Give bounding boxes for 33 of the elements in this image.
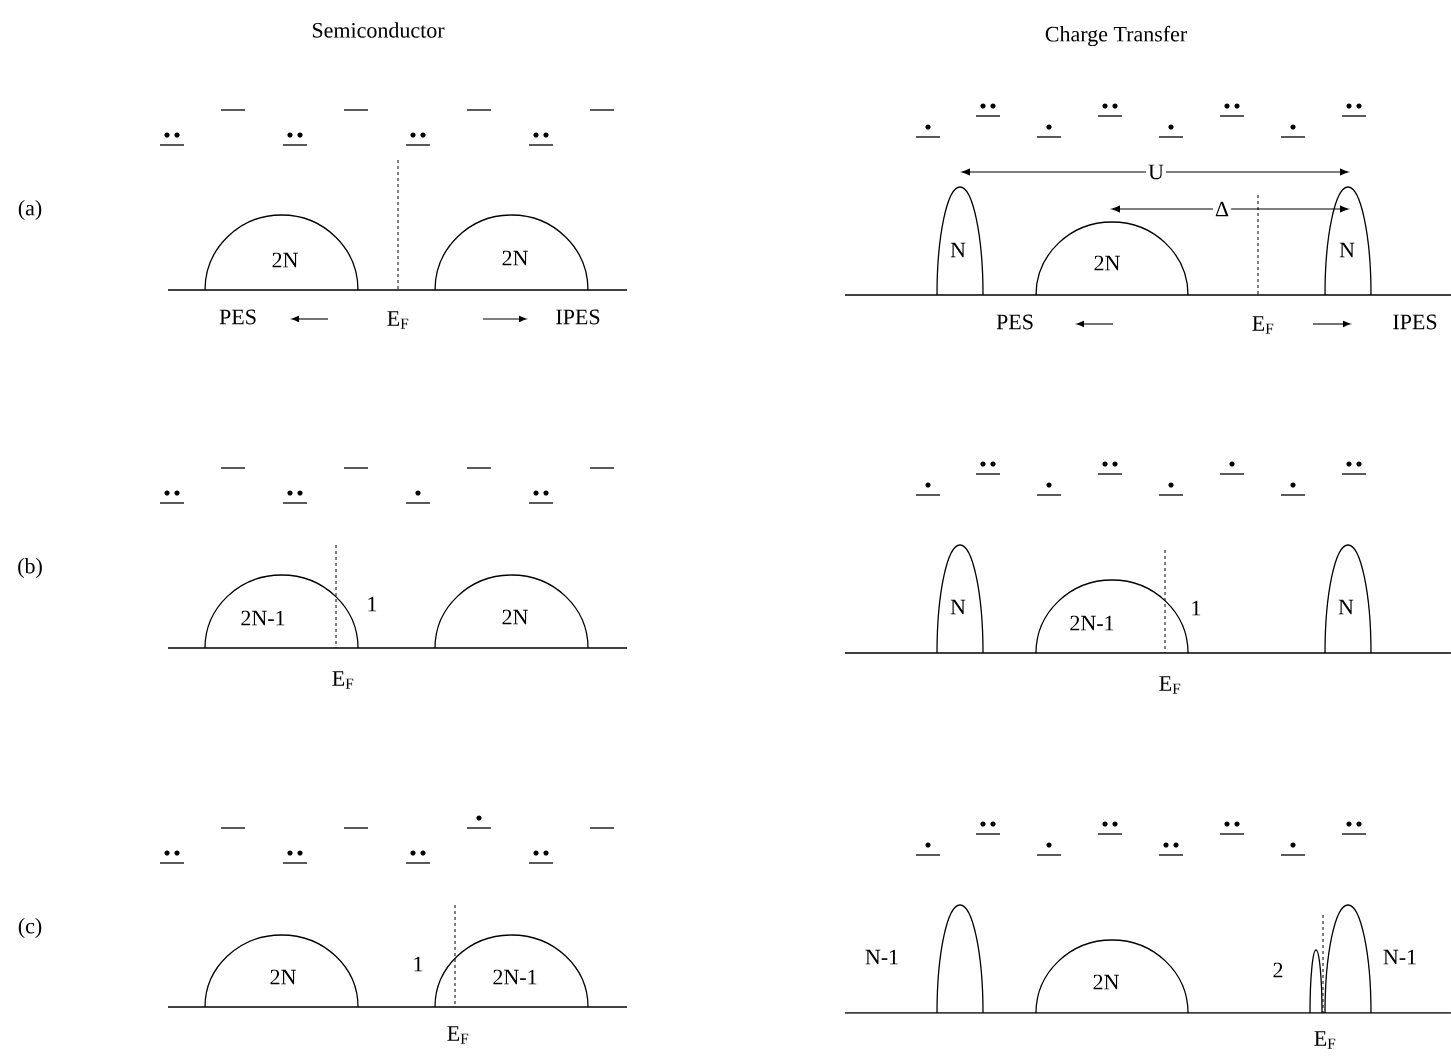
band-hump: 2N-1 [434, 934, 589, 1008]
band-hump: 2N [1035, 939, 1189, 1014]
band-hump: 2N-1 [1035, 579, 1189, 654]
band-hump: N [936, 544, 984, 654]
band-hump: 2N [434, 214, 589, 291]
band-hump: N-1 [1324, 904, 1416, 1014]
text-label: (c) [18, 918, 42, 938]
band-hump: N [936, 186, 984, 296]
text-label: E$_{F}$ [387, 311, 409, 329]
text-label: IPES [1393, 314, 1437, 330]
text-label: Semiconductor [312, 22, 445, 38]
band-hump: 2N [204, 934, 359, 1008]
text-label: (b) [18, 558, 42, 578]
band-hump: 2N [1035, 221, 1189, 296]
band-hump: 2 [1273, 949, 1323, 1014]
text-label: Charge Transfer [1045, 25, 1187, 47]
band-hump: 2N [204, 214, 359, 291]
text-label: Δ [1212, 199, 1232, 219]
band-hump: 2N [434, 574, 589, 649]
text-label: E$_{F}$ [1314, 1031, 1336, 1049]
text-label: 1 [368, 596, 377, 612]
text-label: 1 [414, 956, 423, 972]
band-hump: 2N-1 [204, 574, 359, 649]
text-label: (a) [18, 200, 42, 220]
text-label: E$_{F}$ [1159, 676, 1181, 694]
text-label: E$_{F}$ [1252, 316, 1274, 334]
band-hump: N [1324, 544, 1372, 654]
text-label: PES [996, 314, 1033, 330]
text-label: U [1146, 162, 1166, 182]
band-hump: N [1324, 186, 1372, 296]
text-label: IPES [556, 309, 600, 325]
band-hump: N-1 [865, 904, 984, 1014]
text-label: E$_{F}$ [332, 671, 354, 689]
